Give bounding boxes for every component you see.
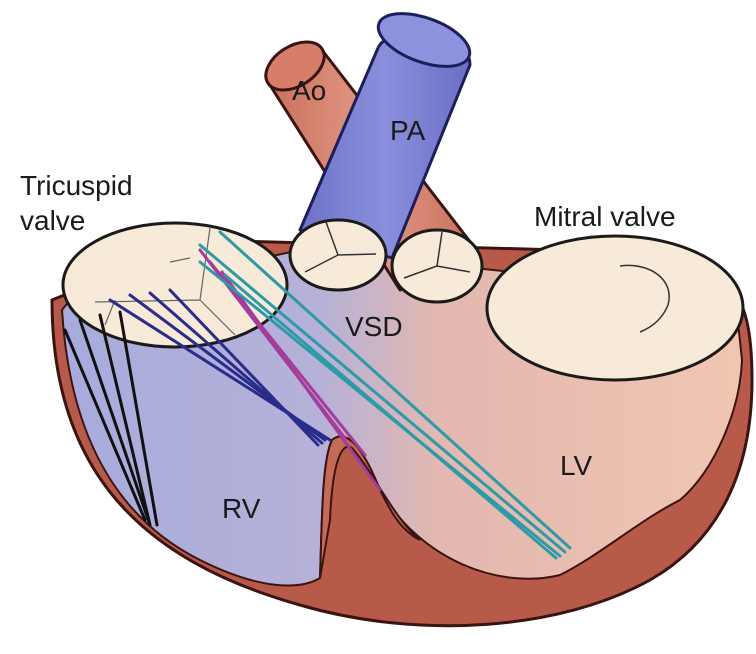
label-lv: LV — [560, 450, 592, 481]
pulmonary-valve — [290, 220, 386, 290]
label-vsd: VSD — [345, 311, 403, 342]
mitral-valve — [487, 236, 743, 380]
label-mitral-valve: Mitral valve — [534, 201, 676, 232]
label-tricuspid-line1: Tricuspid — [20, 170, 133, 201]
label-ao: Ao — [292, 75, 326, 106]
label-pa: PA — [390, 115, 426, 146]
label-tricuspid-line2: valve — [20, 205, 85, 236]
label-rv: RV — [222, 493, 261, 524]
aortic-valve — [392, 230, 482, 302]
